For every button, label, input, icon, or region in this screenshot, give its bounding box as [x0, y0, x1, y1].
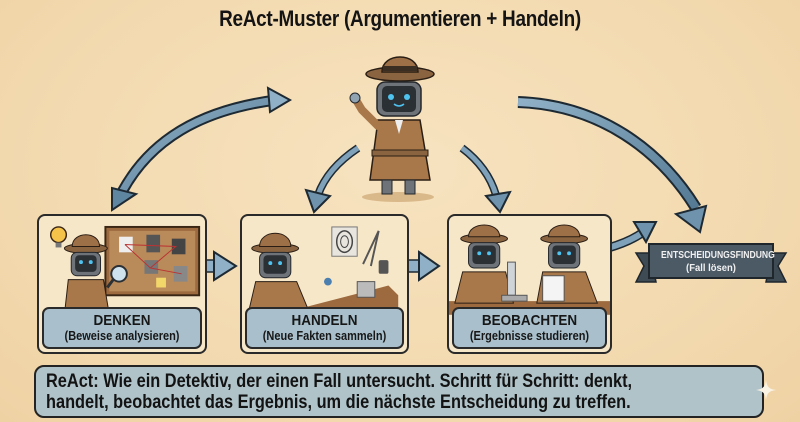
summary-line-1: ReAct: Wie ein Detektiv, der einen Fall …: [46, 371, 633, 392]
summary-line-2: handelt, beobachtet das Ergebnis, um die…: [46, 392, 631, 413]
fingerprint-icon: [335, 230, 354, 254]
step-sublabel: (Ergebnisse studieren): [469, 329, 590, 343]
decision-sublabel: (Fall lösen): [686, 262, 736, 274]
decision-label: ENTSCHEIDUNGSFINDUNG: [660, 249, 775, 261]
step-sublabel: (Beweise analysieren): [64, 329, 180, 343]
denken-illustration: [49, 225, 201, 316]
step-panel-handeln: HANDELN (Neue Fakten sammeln): [240, 214, 409, 354]
step-sublabel: (Neue Fakten sammeln): [262, 329, 387, 343]
step-label: BEOBACHTEN: [481, 312, 578, 329]
step-label: HANDELN: [291, 312, 358, 329]
magnifier-icon: [110, 265, 128, 283]
step-label: DENKEN: [93, 312, 151, 329]
summary-box: ReAct: Wie ein Detektiv, der einen Fall …: [34, 365, 764, 418]
clipboard-icon: [542, 275, 565, 302]
sparkle-icon: [756, 380, 776, 400]
step-caption: BEOBACHTEN (Ergebnisse studieren): [452, 307, 607, 349]
handeln-illustration: [247, 226, 399, 316]
decision-banner: ENTSCHEIDUNGSFINDUNG (Fall lösen): [648, 243, 775, 279]
step-panel-denken: DENKEN (Beweise analysieren): [37, 214, 207, 354]
step-caption: DENKEN (Beweise analysieren): [42, 307, 202, 349]
page-title: ReAct-Muster (Argumentieren + Handeln): [219, 6, 581, 31]
step-caption: HANDELN (Neue Fakten sammeln): [245, 307, 404, 349]
tweezers-icon: [362, 230, 380, 267]
step-panel-beobachten: BEOBACHTEN (Ergebnisse studieren): [447, 214, 612, 354]
